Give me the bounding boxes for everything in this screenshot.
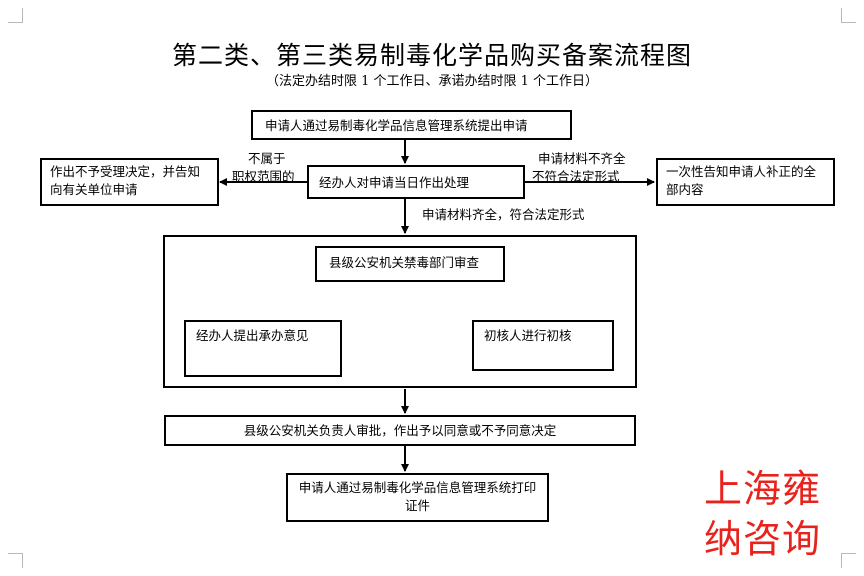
node-approval: 县级公安机关负责人审批，作出予以同意或不予同意决定 [164, 415, 636, 446]
node-process-text: 经办人对申请当日作出处理 [319, 175, 470, 190]
node-process-same-day: 经办人对申请当日作出处理 [307, 165, 525, 199]
edge-label-complete: 申请材料齐全，符合法定形式 [422, 207, 585, 222]
node-approval-text: 县级公安机关负责人审批，作出予以同意或不予同意决定 [243, 423, 557, 438]
crop-mark-top-right [841, 8, 856, 23]
node-reject-text: 作出不予受理决定，并告知向有关单位申请 [50, 164, 201, 197]
watermark-line-1: 上海雍 [704, 467, 822, 511]
watermark: 上海雍 纳咨询 [704, 464, 844, 564]
node-supplement-text: 一次性告知申请人补正的全部内容 [666, 164, 817, 197]
node-initial-check-text: 初核人进行初核 [484, 328, 572, 343]
node-submit-application: 申请人通过易制毒化学品信息管理系统提出申请 [251, 110, 572, 140]
node-review-department-text: 县级公安机关禁毒部门审查 [329, 255, 480, 270]
node-print-certificate: 申请人通过易制毒化学品信息管理系统打印证件 [286, 473, 549, 522]
node-handler-opinion-text: 经办人提出承办意见 [196, 328, 309, 343]
node-handler-opinion: 经办人提出承办意见 [184, 320, 342, 377]
node-print-certificate-text: 申请人通过易制毒化学品信息管理系统打印证件 [298, 480, 537, 513]
watermark-line-2: 纳咨询 [704, 517, 822, 561]
edge-label-reject-2: 职权范围的 [232, 169, 295, 184]
page-title: 第二类、第三类易制毒化学品购买备案流程图 [171, 41, 692, 70]
page-subtitle: （法定办结时限 1 个工作日、承诺办结时限 1 个工作日） [265, 74, 599, 89]
crop-mark-bottom-right [841, 553, 856, 568]
crop-mark-bottom-left [8, 553, 23, 568]
node-submit-text: 申请人通过易制毒化学品信息管理系统提出申请 [265, 118, 528, 133]
node-reject-decision: 作出不予受理决定，并告知向有关单位申请 [40, 158, 219, 206]
node-review-department: 县级公安机关禁毒部门审查 [315, 246, 505, 282]
edge-label-incomplete-1: 申请材料不齐全 [538, 151, 626, 166]
node-supplement-notice: 一次性告知申请人补正的全部内容 [656, 158, 835, 206]
edge-label-reject-1: 不属于 [248, 151, 286, 166]
node-initial-check: 初核人进行初核 [472, 320, 614, 371]
edge-label-incomplete-2: 不符合法定形式 [532, 169, 620, 184]
crop-mark-top-left [8, 8, 23, 23]
